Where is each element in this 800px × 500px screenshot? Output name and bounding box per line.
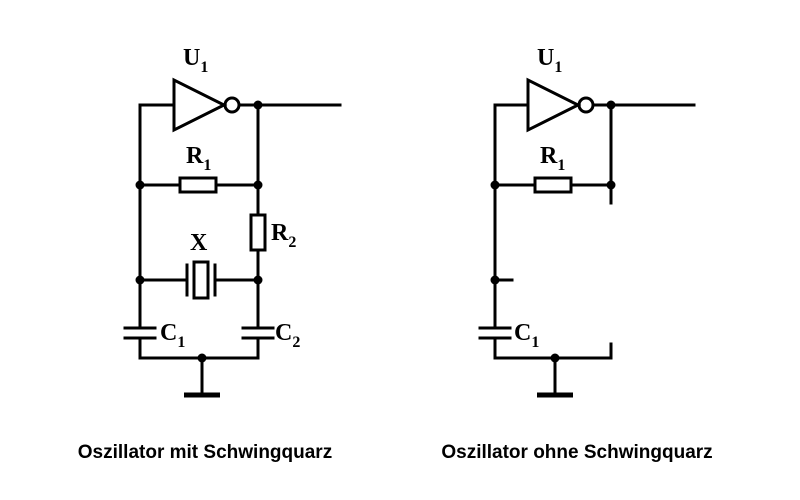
circuit-with-crystal: U1 R1 R2 X	[123, 45, 342, 398]
caption-without-crystal: Oszillator ohne Schwingquarz	[441, 442, 713, 463]
wires	[138, 103, 342, 398]
inverter-u1	[526, 77, 595, 133]
junction-dots	[490, 100, 616, 363]
inverter-u1	[172, 77, 241, 133]
capacitor-c2	[241, 326, 275, 340]
resistor-r1-label: R1	[186, 143, 211, 174]
capacitor-c1-label: C1	[160, 320, 185, 351]
capacitor-c1-label: C1	[514, 320, 539, 351]
caption-with-crystal: Oszillator mit Schwingquarz	[77, 442, 333, 463]
circuit-without-crystal: U1 R1 C1	[478, 45, 696, 398]
capacitor-c2-label: C2	[275, 320, 300, 351]
capacitor-c1	[478, 326, 512, 340]
junction-dots	[135, 100, 263, 363]
inverter-label: U1	[537, 45, 562, 76]
crystal-label: X	[190, 230, 208, 256]
resistor-r1	[533, 176, 573, 194]
inverter-triangle	[526, 77, 582, 133]
crystal-x	[185, 260, 217, 300]
wires	[493, 103, 696, 398]
resistor-r1	[178, 176, 218, 194]
resistor-r2-label: R2	[271, 220, 296, 251]
capacitor-c1	[123, 326, 157, 340]
resistor-r2	[249, 213, 267, 252]
inverter-triangle	[172, 77, 228, 133]
inverter-label: U1	[183, 45, 208, 76]
resistor-r1-label: R1	[540, 143, 565, 174]
